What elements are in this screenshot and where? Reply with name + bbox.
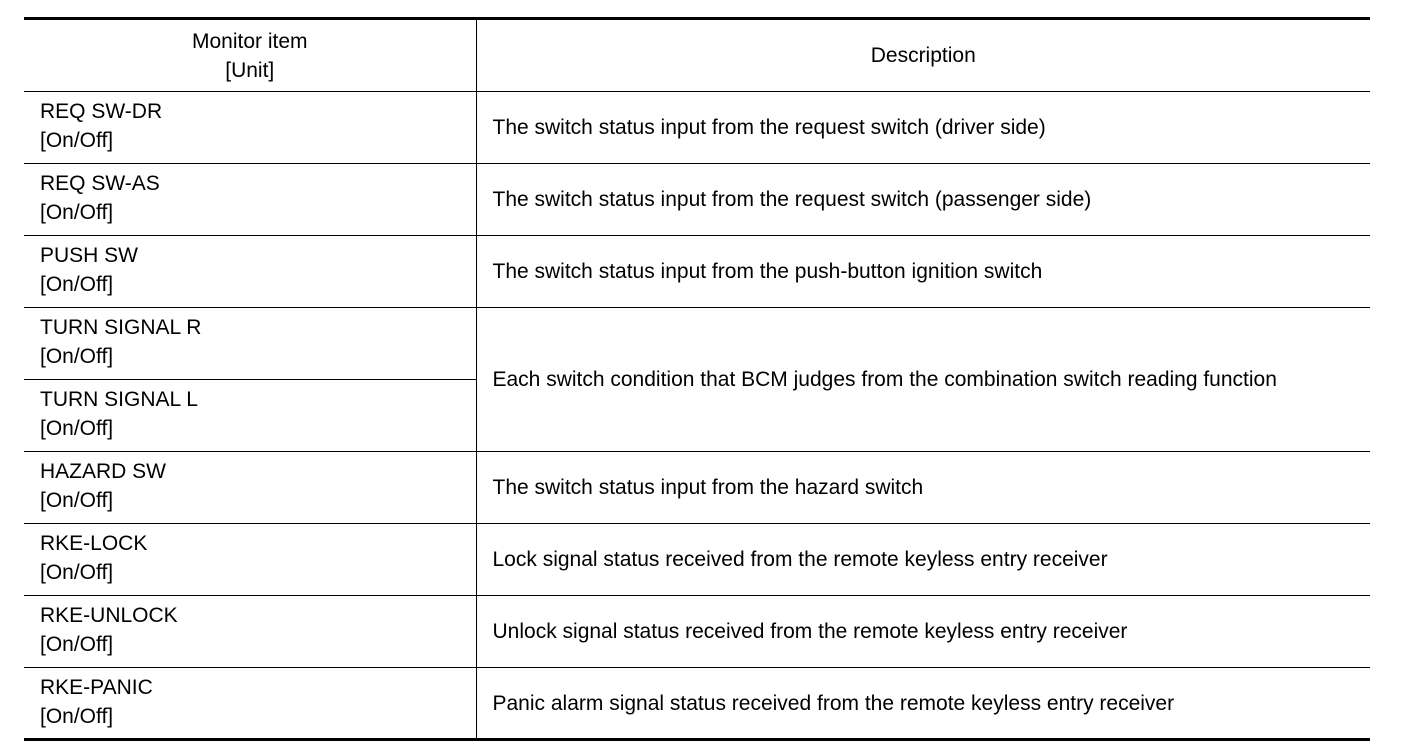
table-row: RKE-PANIC [On/Off] Panic alarm signal st… <box>24 667 1370 740</box>
monitor-item-unit: [On/Off] <box>40 705 114 728</box>
monitor-item-cell: HAZARD SW [On/Off] <box>24 451 477 524</box>
monitor-item-cell: REQ SW-AS [On/Off] <box>24 163 477 236</box>
monitor-item-name: RKE-PANIC <box>40 676 153 699</box>
monitor-item-cell: TURN SIGNAL L [On/Off] <box>24 379 477 452</box>
table-row: TURN SIGNAL R [On/Off] Each switch condi… <box>24 307 1370 452</box>
monitor-item-cell: RKE-UNLOCK [On/Off] <box>24 595 477 668</box>
monitor-item-unit: [On/Off] <box>40 417 114 440</box>
monitor-item-cell: TURN SIGNAL R [On/Off] <box>24 307 477 380</box>
monitor-item-cell: RKE-PANIC [On/Off] <box>24 667 477 740</box>
description-cell: The switch status input from the push-bu… <box>476 235 1370 308</box>
monitor-item-name: RKE-UNLOCK <box>40 604 178 627</box>
monitor-item-name: RKE-LOCK <box>40 532 148 555</box>
table-row: REQ SW-AS [On/Off] The switch status inp… <box>24 163 1370 236</box>
table-row: HAZARD SW [On/Off] The switch status inp… <box>24 451 1370 524</box>
description-cell: The switch status input from the request… <box>476 91 1370 164</box>
monitor-item-unit: [On/Off] <box>40 633 114 656</box>
monitor-item-unit: [On/Off] <box>40 345 114 368</box>
monitor-item-name: TURN SIGNAL R <box>40 316 202 339</box>
description-cell: The switch status input from the hazard … <box>476 451 1370 524</box>
monitor-item-unit: [On/Off] <box>40 129 114 152</box>
table-row: RKE-LOCK [On/Off] Lock signal status rec… <box>24 523 1370 596</box>
description-cell: The switch status input from the request… <box>476 163 1370 236</box>
table-row: TURN SIGNAL L [On/Off] <box>24 379 1370 452</box>
header-description: Description <box>476 18 1370 92</box>
header-monitor-item: Monitor item [Unit] <box>24 18 477 92</box>
monitor-item-cell: PUSH SW [On/Off] <box>24 235 477 308</box>
monitor-item-unit: [On/Off] <box>40 489 114 512</box>
monitor-item-cell: REQ SW-DR [On/Off] <box>24 91 477 164</box>
monitor-item-unit: [On/Off] <box>40 273 114 296</box>
description-cell: Unlock signal status received from the r… <box>476 595 1370 668</box>
header-monitor-item-label: Monitor item <box>191 29 308 53</box>
description-cell-merged: Each switch condition that BCM judges fr… <box>476 307 1370 452</box>
table-row: RKE-UNLOCK [On/Off] Unlock signal status… <box>24 595 1370 668</box>
monitor-item-name: HAZARD SW <box>40 460 166 483</box>
table-row: REQ SW-DR [On/Off] The switch status inp… <box>24 91 1370 164</box>
monitor-item-cell: RKE-LOCK [On/Off] <box>24 523 477 596</box>
description-cell: Panic alarm signal status received from … <box>492 691 1175 715</box>
monitor-item-name: REQ SW-DR <box>40 100 163 123</box>
monitor-item-table: Monitor item [Unit] Description REQ SW-D… <box>24 17 1370 741</box>
header-unit-label: [Unit] <box>225 58 275 82</box>
monitor-item-unit: [On/Off] <box>40 561 114 584</box>
monitor-item-unit: [On/Off] <box>40 201 114 224</box>
monitor-item-name: PUSH SW <box>40 244 139 267</box>
description-cell: Lock signal status received from the rem… <box>476 523 1370 596</box>
monitor-item-name: TURN SIGNAL L <box>40 388 198 411</box>
monitor-item-name: REQ SW-AS <box>40 172 160 195</box>
table-row: PUSH SW [On/Off] The switch status input… <box>24 235 1370 308</box>
table-header-row: Monitor item [Unit] Description <box>24 18 1370 92</box>
